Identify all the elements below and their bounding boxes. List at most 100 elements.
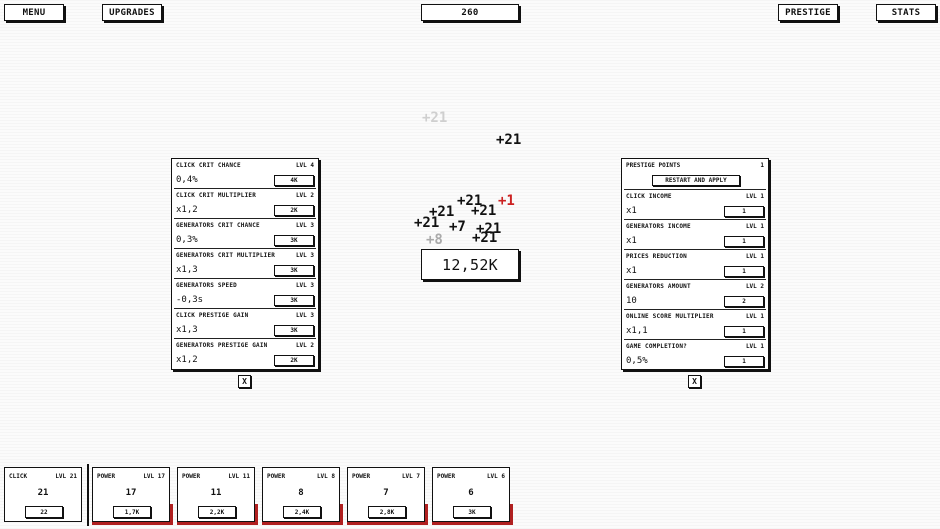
upgrade-buy-button[interactable]: 2K	[274, 355, 314, 366]
prestige-upgrade-value: x1	[626, 266, 637, 276]
floating-gain-text: +21	[457, 193, 483, 209]
generator-progress-bar	[177, 522, 258, 525]
prestige-close-button[interactable]: X	[688, 375, 701, 388]
generator-progress-side	[170, 503, 173, 525]
prestige-upgrade-level: LVL 2	[745, 283, 764, 290]
generator-progress-side	[255, 503, 258, 525]
upgrade-value: 0,4%	[176, 175, 198, 185]
upgrade-row: GENERATORS PRESTIGE GAIN LVL 2 x1,2 2K	[174, 339, 316, 369]
prestige-upgrade-level: LVL 1	[745, 193, 764, 200]
prestige-upgrade-buy-button[interactable]: 1	[724, 236, 764, 247]
upgrade-buy-button[interactable]: 2K	[274, 205, 314, 216]
generator-level: LVL 7	[401, 473, 420, 480]
restart-and-apply-button[interactable]: RESTART AND APPLY	[652, 175, 740, 186]
upgrade-name: GENERATORS CRIT CHANCE	[176, 222, 260, 229]
prestige-upgrade-value: 10	[626, 296, 637, 306]
generator-level: LVL 21	[55, 473, 77, 480]
prestige-upgrade-buy-button[interactable]: 2	[724, 296, 764, 307]
prestige-upgrade-name: GENERATORS AMOUNT	[626, 283, 691, 290]
generator-name: POWER	[267, 473, 286, 480]
upgrades-panel: CLICK CRIT CHANCE LVL 4 0,4% 4K CLICK CR…	[171, 158, 319, 370]
generator-progress-bar	[92, 522, 173, 525]
generator-buy-button[interactable]: 2,8K	[368, 506, 406, 518]
upgrade-buy-button[interactable]: 3K	[274, 295, 314, 306]
floating-gain-text: +21	[429, 204, 455, 220]
power-generator-card[interactable]: POWER LVL 17 17 1,7K	[92, 467, 173, 525]
prestige-upgrade-row: GENERATORS AMOUNT LVL 2 10 2	[624, 280, 766, 310]
prestige-upgrade-name: GENERATORS INCOME	[626, 223, 691, 230]
upgrade-buy-button[interactable]: 4K	[274, 175, 314, 186]
floating-gain-text: +21	[496, 132, 522, 148]
generator-progress-side	[510, 503, 513, 525]
main-click-counter[interactable]: 12,52K	[421, 249, 519, 280]
generator-divider	[87, 464, 89, 526]
generator-name: POWER	[97, 473, 116, 480]
upgrade-level: LVL 3	[295, 282, 314, 289]
floating-gain-text: +8	[426, 232, 443, 248]
upgrade-value: x1,2	[176, 205, 198, 215]
power-generator-card[interactable]: POWER LVL 6 6 3K	[432, 467, 513, 525]
prestige-upgrade-value: x1	[626, 236, 637, 246]
upgrade-value: 0,3%	[176, 235, 198, 245]
prestige-upgrade-name: GAME COMPLETION?	[626, 343, 687, 350]
floating-crit-text: +1	[498, 193, 515, 209]
upgrade-level: LVL 2	[295, 342, 314, 349]
prestige-upgrade-buy-button[interactable]: 1	[724, 356, 764, 367]
upgrade-value: -0,3s	[176, 295, 204, 305]
prestige-upgrade-level: LVL 1	[745, 313, 764, 320]
generator-level: LVL 11	[228, 473, 250, 480]
prestige-upgrade-level: LVL 1	[745, 343, 764, 350]
generator-buy-button[interactable]: 2,2K	[198, 506, 236, 518]
power-generator-card[interactable]: POWER LVL 11 11 2,2K	[177, 467, 258, 525]
generator-count: 17	[125, 488, 137, 498]
upgrade-name: GENERATORS PRESTIGE GAIN	[176, 342, 268, 349]
prestige-upgrade-buy-button[interactable]: 1	[724, 206, 764, 217]
generator-count: 8	[298, 488, 304, 498]
prestige-points-label: PRESTIGE POINTS	[626, 162, 681, 169]
floating-gain-text: +21	[471, 203, 497, 219]
click-generator-card[interactable]: CLICK LVL 21 21 22	[4, 467, 82, 522]
generator-count: 7	[383, 488, 389, 498]
prestige-upgrade-value: x1,1	[626, 326, 648, 336]
floating-gain-text: +21	[414, 215, 440, 231]
prestige-upgrade-name: CLICK INCOME	[626, 193, 672, 200]
prestige-button[interactable]: PRESTIGE	[778, 4, 838, 21]
prestige-upgrade-buy-button[interactable]: 1	[724, 266, 764, 277]
score-display: 260	[421, 4, 519, 21]
upgrade-buy-button[interactable]: 3K	[274, 325, 314, 336]
prestige-upgrade-buy-button[interactable]: 1	[724, 326, 764, 337]
prestige-points-value: 1	[760, 162, 764, 169]
upgrade-name: GENERATORS CRIT MULTIPLIER	[176, 252, 276, 259]
floating-gain-text: +7	[449, 219, 466, 235]
upgrades-close-button[interactable]: X	[238, 375, 251, 388]
generator-buy-button[interactable]: 1,7K	[113, 506, 151, 518]
generator-count: 6	[468, 488, 474, 498]
prestige-upgrade-value: x1	[626, 206, 637, 216]
generator-name: CLICK	[9, 473, 28, 480]
upgrade-row: GENERATORS CRIT MULTIPLIER LVL 3 x1,3 3K	[174, 249, 316, 279]
prestige-upgrade-row: ONLINE SCORE MULTIPLIER LVL 1 x1,1 1	[624, 310, 766, 340]
generator-buy-button[interactable]: 3K	[453, 506, 491, 518]
generator-buy-button[interactable]: 2,4K	[283, 506, 321, 518]
upgrade-name: CLICK CRIT MULTIPLIER	[176, 192, 257, 199]
upgrade-row: CLICK PRESTIGE GAIN LVL 3 x1,3 3K	[174, 309, 316, 339]
upgrade-level: LVL 3	[295, 252, 314, 259]
upgrade-name: GENERATORS SPEED	[176, 282, 237, 289]
upgrade-level: LVL 2	[295, 192, 314, 199]
generator-buy-button[interactable]: 22	[25, 506, 63, 518]
stats-button[interactable]: STATS	[876, 4, 936, 21]
generator-progress-bar	[347, 522, 428, 525]
upgrade-buy-button[interactable]: 3K	[274, 265, 314, 276]
upgrade-level: LVL 3	[295, 312, 314, 319]
power-generator-card[interactable]: POWER LVL 8 8 2,4K	[262, 467, 343, 525]
menu-button[interactable]: MENU	[4, 4, 64, 21]
prestige-upgrade-row: CLICK INCOME LVL 1 x1 1	[624, 190, 766, 220]
upgrade-buy-button[interactable]: 3K	[274, 235, 314, 246]
upgrades-button[interactable]: UPGRADES	[102, 4, 162, 21]
upgrade-level: LVL 3	[295, 222, 314, 229]
prestige-upgrade-name: ONLINE SCORE MULTIPLIER	[626, 313, 714, 320]
prestige-points-row: PRESTIGE POINTS 1 RESTART AND APPLY	[624, 159, 766, 190]
upgrade-name: CLICK PRESTIGE GAIN	[176, 312, 249, 319]
power-generator-card[interactable]: POWER LVL 7 7 2,8K	[347, 467, 428, 525]
prestige-upgrade-level: LVL 1	[745, 223, 764, 230]
